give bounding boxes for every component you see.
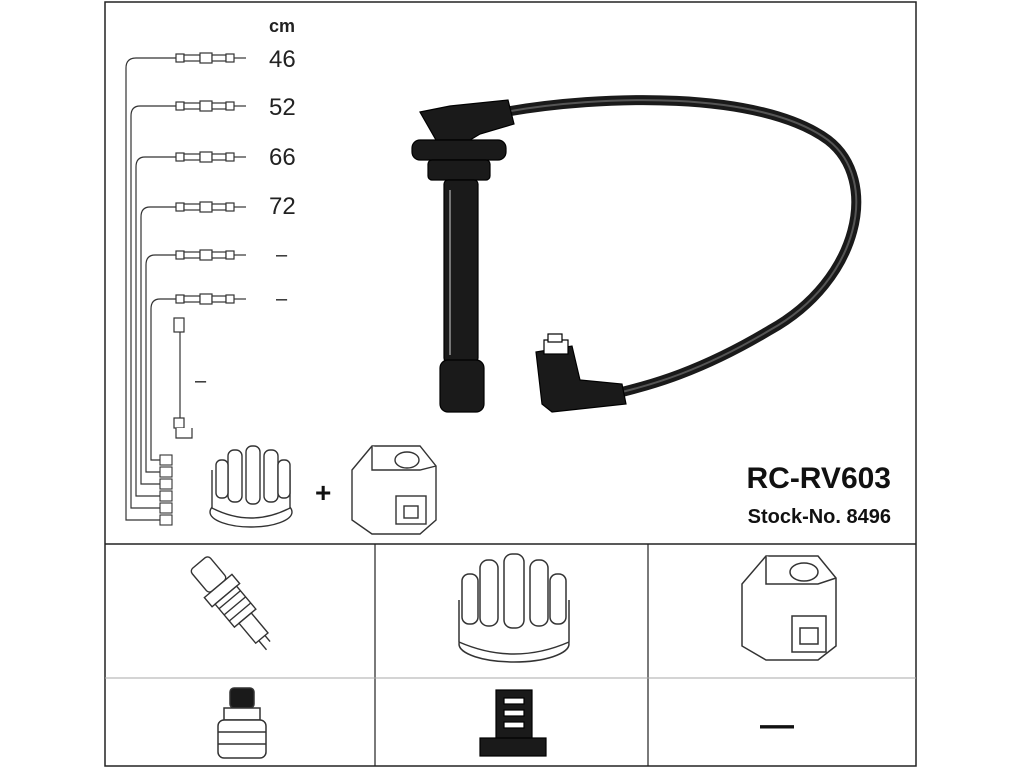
plug-terminal-icon xyxy=(217,687,267,759)
ignition-cable xyxy=(411,95,862,413)
wire-length-list: cm 46 52 66 72 – – xyxy=(125,16,296,526)
length-value-1: 46 xyxy=(269,46,296,73)
distributor-cap-large-icon xyxy=(458,553,570,663)
wire-lead-icon xyxy=(175,52,246,305)
length-value-4: 72 xyxy=(269,193,296,220)
length-value-extra: – xyxy=(195,370,207,392)
stock-number: Stock-No. 8496 xyxy=(748,506,891,528)
length-value-6: – xyxy=(276,288,288,310)
coil-boot-icon xyxy=(535,333,627,413)
ignition-coil-icon xyxy=(351,445,437,535)
length-unit: cm xyxy=(269,16,295,36)
length-value-3: 66 xyxy=(269,144,296,171)
connector-icon xyxy=(479,689,547,757)
distributor-cap-icon xyxy=(209,445,293,528)
length-value-5: – xyxy=(276,244,288,266)
length-value-2: 52 xyxy=(269,94,296,121)
plus-sign: + xyxy=(315,477,331,508)
plug-boot-icon xyxy=(411,99,515,413)
coil-terminal-none: — xyxy=(760,706,794,744)
ignition-coil-large-icon xyxy=(741,555,837,661)
product-code: RC-RV603 xyxy=(746,462,891,495)
coil-lead-icon xyxy=(173,317,193,439)
spark-plug-icon xyxy=(190,556,271,651)
bundle-terminals xyxy=(159,454,173,526)
outer-frame xyxy=(104,1,917,767)
